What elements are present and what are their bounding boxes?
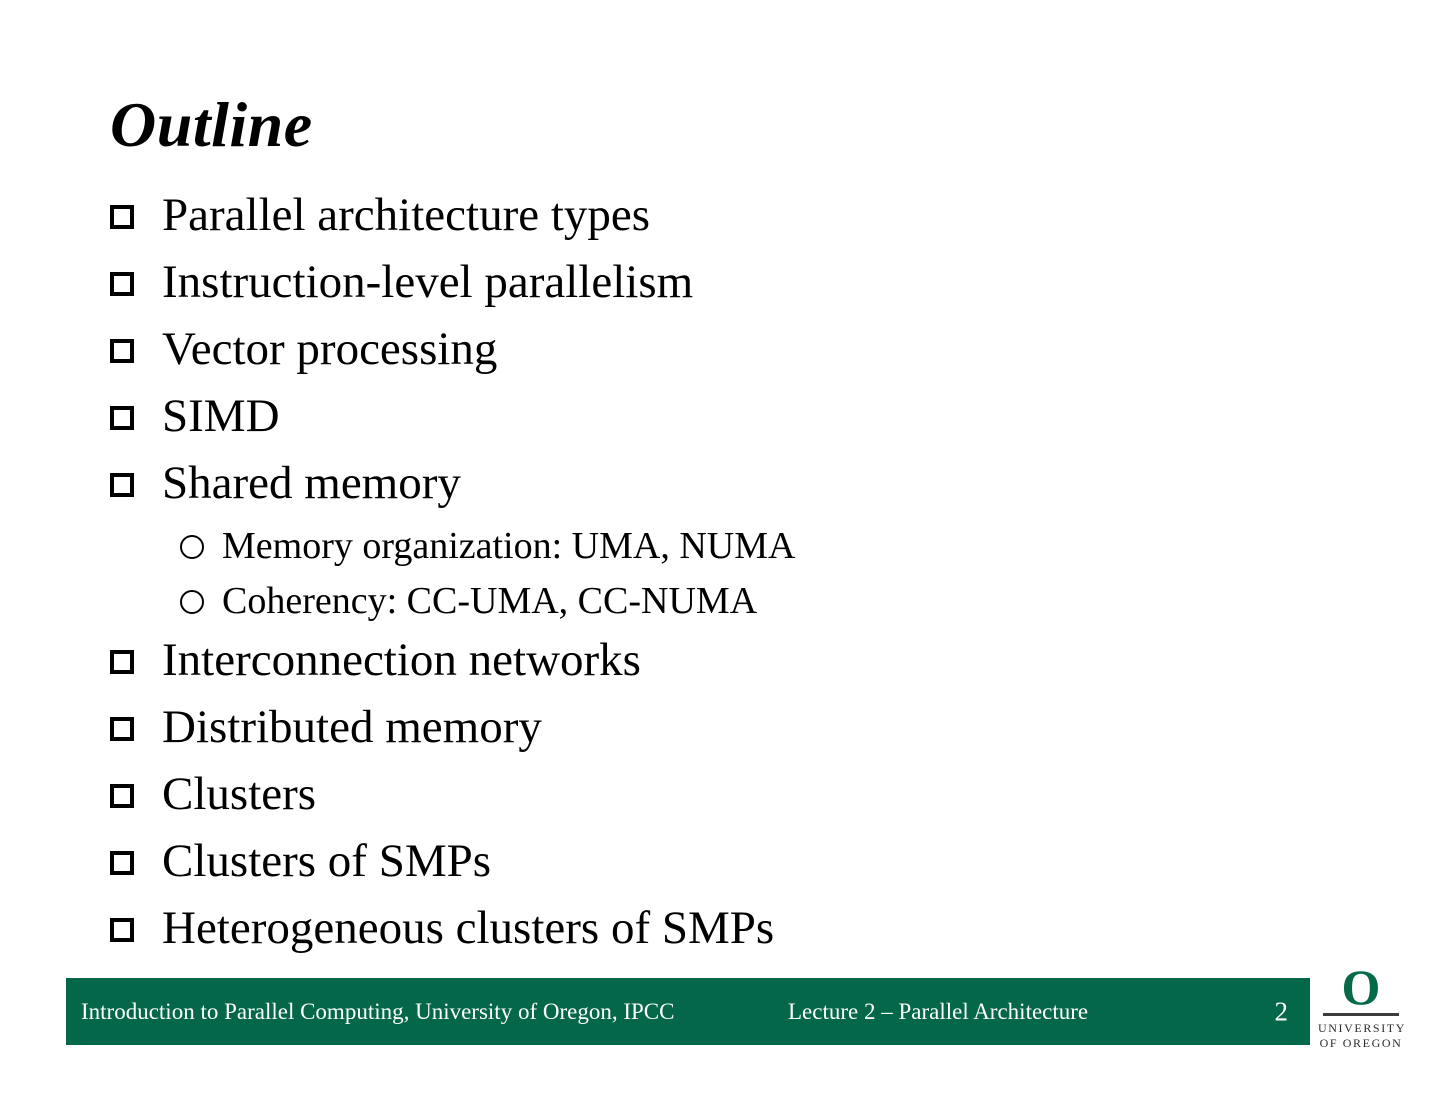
university-of-oregon-logo: O UNIVERSITY OF OREGON bbox=[1318, 959, 1406, 1055]
square-bullet-icon bbox=[110, 704, 162, 751]
square-bullet-icon bbox=[110, 905, 162, 952]
list-item-label: Distributed memory bbox=[162, 701, 542, 753]
slide-page-number: 2 bbox=[1274, 996, 1289, 1026]
list-item-label: Clusters bbox=[162, 768, 317, 820]
list-item-label: Parallel architecture types bbox=[162, 189, 651, 241]
circle-bullet-icon bbox=[180, 527, 222, 565]
outline-list: Parallel architecture types Instruction-… bbox=[110, 192, 1350, 972]
sub-list-item-label: Memory organization: UMA, NUMA bbox=[222, 525, 796, 567]
logo-oregon-label: OF OREGON bbox=[1319, 1036, 1403, 1050]
footer-course-label: Introduction to Parallel Computing, Univ… bbox=[81, 998, 675, 1024]
square-bullet-icon bbox=[110, 460, 162, 507]
square-bullet-icon bbox=[110, 838, 162, 885]
list-item: Vector processing bbox=[110, 326, 1350, 393]
sub-list-item: Coherency: CC-UMA, CC-NUMA bbox=[110, 582, 1350, 637]
circle-bullet-icon bbox=[180, 582, 222, 620]
footer-bar: Introduction to Parallel Computing, Univ… bbox=[66, 978, 1310, 1045]
list-item: Instruction-level parallelism bbox=[110, 259, 1350, 326]
logo-o-mark: O bbox=[1341, 959, 1381, 1015]
square-bullet-icon bbox=[110, 393, 162, 440]
list-item-label: Vector processing bbox=[162, 323, 498, 375]
list-item-label: Instruction-level parallelism bbox=[162, 256, 694, 308]
square-bullet-icon bbox=[110, 259, 162, 306]
list-item: Clusters bbox=[110, 771, 1350, 838]
list-item-label: Shared memory bbox=[162, 457, 461, 509]
square-bullet-icon bbox=[110, 326, 162, 373]
sub-list-item: Memory organization: UMA, NUMA bbox=[110, 527, 1350, 582]
list-item-label: Clusters of SMPs bbox=[162, 835, 492, 887]
list-item: Shared memory bbox=[110, 460, 1350, 527]
list-item-label: Interconnection networks bbox=[162, 634, 641, 686]
sub-list-item-label: Coherency: CC-UMA, CC-NUMA bbox=[222, 580, 758, 622]
list-item: SIMD bbox=[110, 393, 1350, 460]
list-item: Clusters of SMPs bbox=[110, 838, 1350, 905]
logo-divider bbox=[1323, 1013, 1399, 1016]
square-bullet-icon bbox=[110, 192, 162, 239]
list-item: Distributed memory bbox=[110, 704, 1350, 771]
list-item-label: Heterogeneous clusters of SMPs bbox=[162, 902, 775, 954]
list-item: Heterogeneous clusters of SMPs bbox=[110, 905, 1350, 972]
list-item: Interconnection networks bbox=[110, 637, 1350, 704]
square-bullet-icon bbox=[110, 637, 162, 684]
square-bullet-icon bbox=[110, 771, 162, 818]
logo-university-label: UNIVERSITY bbox=[1318, 1021, 1406, 1035]
list-item-label: SIMD bbox=[162, 390, 280, 442]
footer-lecture-label: Lecture 2 – Parallel Architecture bbox=[788, 998, 1089, 1024]
list-item: Parallel architecture types bbox=[110, 192, 1350, 259]
page-title: Outline bbox=[110, 89, 313, 160]
